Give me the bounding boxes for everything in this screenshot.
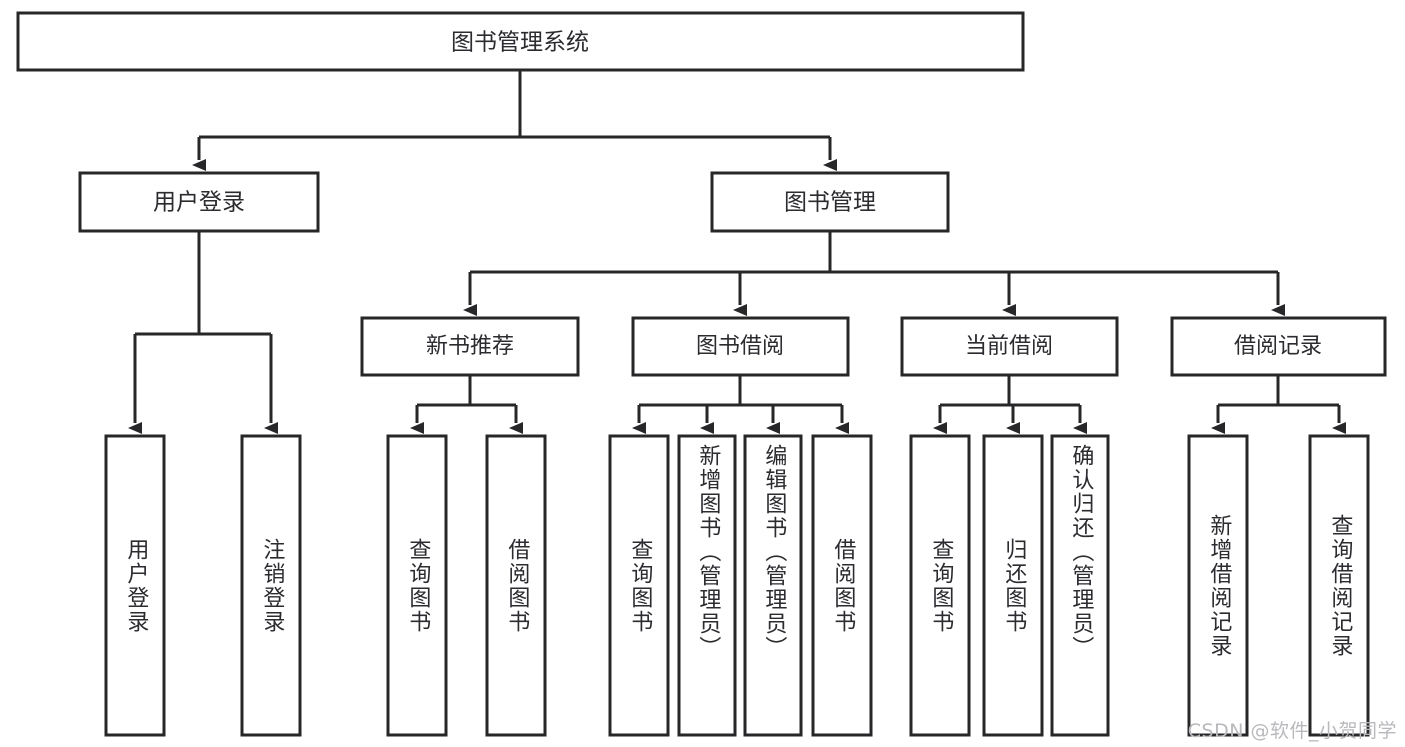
node-root-rect[interactable] <box>16 11 1025 72</box>
node-book-management[interactable]: 图书管理 <box>710 171 950 233</box>
leaf-rect-query-record[interactable] <box>1308 434 1370 737</box>
node-root-label: 图书管理系统 <box>451 30 589 56</box>
leaf-rect-edit-book[interactable] <box>743 434 803 737</box>
leaf-rect-user-login[interactable] <box>104 434 166 737</box>
node-current-borrow-rect[interactable] <box>900 316 1119 377</box>
connector-group-root <box>192 70 837 171</box>
leaf-rect-query-book-1[interactable] <box>386 434 448 737</box>
node-user-login-label: 用户登录 <box>153 190 245 216</box>
connector-group-records <box>1211 375 1346 434</box>
node-new-book-recommend-rect[interactable] <box>360 316 580 377</box>
node-new-book-recommend[interactable]: 新书推荐 <box>360 316 580 377</box>
node-book-management-label: 图书管理 <box>784 190 876 216</box>
leaf-rect-query-book-3[interactable] <box>909 434 971 737</box>
leaf-rect-add-book[interactable] <box>677 434 737 737</box>
leaf-rect-query-book-2[interactable] <box>608 434 670 737</box>
node-book-borrow[interactable]: 图书借阅 <box>631 316 850 377</box>
watermark: CSDN @软件_小贺同学 <box>1187 720 1397 742</box>
connector-group-user-login <box>128 231 278 434</box>
node-book-borrow-rect[interactable] <box>631 316 850 377</box>
leaf-rect-confirm-return[interactable] <box>1050 434 1110 737</box>
connector-group-new-book <box>410 375 523 434</box>
leaf-rect-group <box>104 434 1370 737</box>
connector-group-borrow <box>632 375 849 434</box>
node-user-login-rect[interactable] <box>78 171 320 233</box>
leaf-rect-borrow-book-2[interactable] <box>811 434 873 737</box>
node-current-borrow[interactable]: 当前借阅 <box>900 316 1119 377</box>
node-user-login[interactable]: 用户登录 <box>78 171 320 233</box>
node-borrow-records-label: 借阅记录 <box>1234 334 1322 359</box>
node-new-book-recommend-label: 新书推荐 <box>426 334 514 359</box>
leaf-rect-borrow-book-1[interactable] <box>485 434 547 737</box>
node-current-borrow-label: 当前借阅 <box>965 334 1053 359</box>
leaf-rect-return-book[interactable] <box>982 434 1044 737</box>
node-borrow-records-rect[interactable] <box>1170 316 1387 377</box>
connector-group-current <box>933 375 1087 434</box>
leaf-rect-add-record[interactable] <box>1187 434 1249 737</box>
leaf-rect-logout[interactable] <box>240 434 302 737</box>
node-borrow-records[interactable]: 借阅记录 <box>1170 316 1387 377</box>
connector-group-book-mgmt <box>463 231 1285 316</box>
node-book-borrow-label: 图书借阅 <box>696 334 784 359</box>
node-root[interactable]: 图书管理系统 <box>16 11 1025 72</box>
node-book-management-rect[interactable] <box>710 171 950 233</box>
